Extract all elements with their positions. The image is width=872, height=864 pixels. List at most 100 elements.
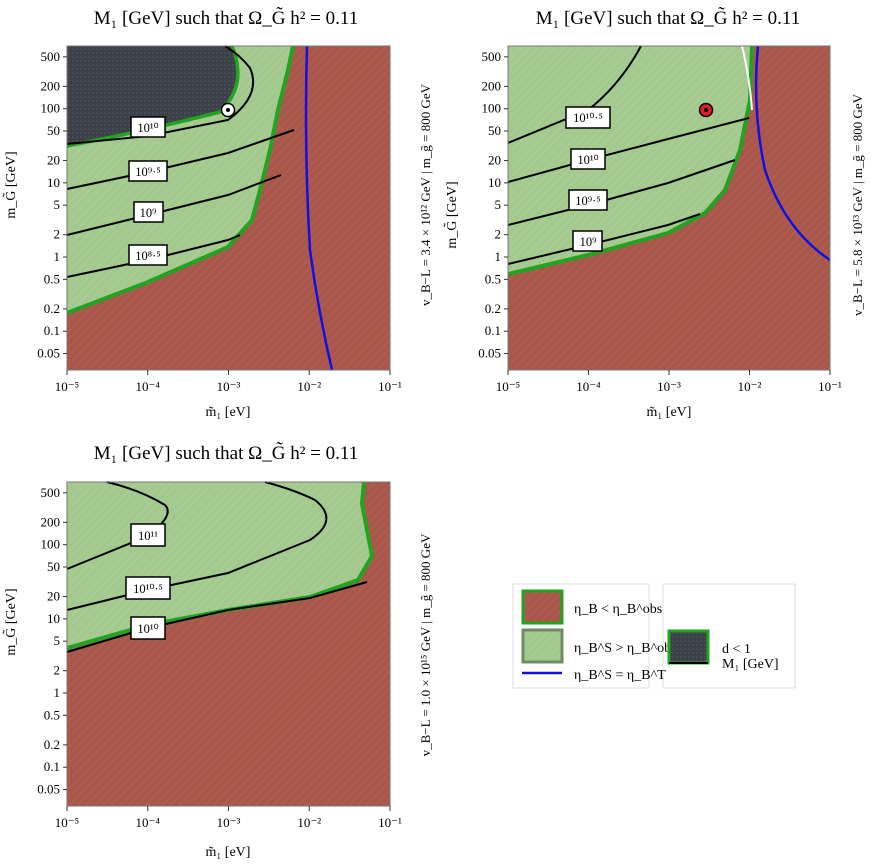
x-tick-label: 10⁻³ (217, 815, 241, 830)
legend-swatch-green (521, 628, 564, 664)
panel-1-dark-boundary (66, 45, 240, 148)
contour-label: 10¹⁰ (137, 121, 158, 135)
y-tick-label: 1 (54, 249, 61, 264)
legend-label: η_B < η_B^obs (574, 602, 662, 617)
panel-2-contour-labels: 10¹⁰·⁵ 10¹⁰ 10⁹·⁵ 10⁹ (565, 106, 611, 252)
panel-2-side-label: v_B−L = 5.8 × 10¹³ GeV | m_g̃ = 800 GeV (850, 93, 865, 316)
contour-label: 10⁹·⁵ (135, 165, 160, 179)
panel-1-green-boundary (66, 45, 295, 315)
y-tick-label: 0.5 (485, 271, 501, 286)
panel-1-x-axis: 10⁻⁵ 10⁻⁴ 10⁻³ 10⁻² 10⁻¹ (55, 370, 402, 394)
legend-label: η_B^S = η_B^T (574, 668, 666, 683)
panel-2-blue-line (754, 45, 831, 262)
panel-1-contours (66, 45, 295, 278)
y-tick-label: 200 (41, 514, 61, 529)
legend-swatch-dark (667, 629, 710, 665)
y-tick-label: 0.2 (44, 737, 60, 752)
y-tick-label: 100 (41, 101, 61, 116)
panel-2-title: M₁ [GeV] such that Ω_G̃ h² = 0.11 (536, 6, 800, 29)
panel-1-marker (220, 102, 236, 118)
x-tick-label: 10⁻² (297, 815, 321, 830)
x-tick-label: 10⁻⁵ (55, 815, 79, 830)
y-tick-label: 20 (47, 153, 60, 168)
y-tick-label: 10 (47, 175, 60, 190)
x-tick-label: 10⁻⁵ (55, 379, 79, 394)
x-tick-label: 10⁻³ (657, 379, 681, 394)
contour-label: 10¹⁰ (137, 622, 158, 636)
panel-1-side-label: v_B−L = 3.4 × 10¹² GeV | m_g̃ = 800 GeV (418, 83, 433, 306)
y-tick-label: 2 (54, 227, 61, 242)
panel-3-title: M₁ [GeV] such that Ω_G̃ h² = 0.11 (94, 441, 358, 464)
panel-3-plot: 10¹¹ 10¹⁰·⁵ 10¹⁰ (66, 481, 391, 807)
panel-2-x-label: m̃₁ [eV] (647, 405, 692, 420)
panel-1-plot: 10¹⁰ 10⁹·⁵ 10⁹ 10⁸·⁵ (66, 45, 391, 371)
panel-1: M₁ [GeV] such that Ω_G̃ h² = 0.11 10¹⁰ 1… (2, 6, 433, 420)
x-tick-label: 10⁻² (297, 379, 321, 394)
y-tick-label: 100 (41, 537, 61, 552)
x-tick-label: 10⁻⁴ (136, 379, 161, 394)
panel-3-x-axis: 10⁻⁵ 10⁻⁴ 10⁻³ 10⁻² 10⁻¹ (55, 806, 402, 830)
legend-item-red: η_B < η_B^obs (521, 589, 662, 625)
y-tick-label: 50 (47, 123, 60, 138)
y-tick-label: 5 (54, 633, 61, 648)
panel-1-blue-line (304, 45, 334, 371)
panel-3: M₁ [GeV] such that Ω_G̃ h² = 0.11 10¹¹ 1… (2, 441, 433, 860)
x-tick-label: 10⁻¹ (378, 379, 402, 394)
panel-2-contour-2 (507, 117, 750, 183)
x-tick-label: 10⁻² (738, 379, 762, 394)
y-tick-label: 500 (41, 485, 61, 500)
legend-item-blue: η_B^S = η_B^T (522, 668, 666, 683)
legend-item-black: M₁ [GeV] (669, 657, 779, 672)
contour-label: 10⁹·⁵ (575, 194, 600, 208)
y-tick-label: 50 (488, 123, 501, 138)
y-tick-label: 100 (482, 101, 502, 116)
legend-item-dark: d < 1 (667, 629, 751, 665)
y-tick-label: 5 (54, 197, 61, 212)
panel-1-contour-labels: 10¹⁰ 10⁹·⁵ 10⁹ 10⁸·⁵ (128, 116, 168, 266)
x-tick-label: 10⁻⁴ (136, 815, 161, 830)
panel-2: M₁ [GeV] such that Ω_G̃ h² = 0.11 10¹⁰·⁵… (443, 6, 865, 420)
y-tick-label: 10 (47, 611, 60, 626)
y-tick-label: 0.5 (44, 707, 60, 722)
x-tick-label: 10⁻¹ (818, 379, 842, 394)
panel-3-contour-labels: 10¹¹ 10¹⁰·⁵ 10¹⁰ (125, 523, 171, 640)
y-tick-label: 20 (47, 589, 60, 604)
contour-label: 10¹⁰ (577, 153, 598, 167)
panel-1-y-label: m_G̃ [GeV] (2, 151, 19, 218)
legend-label: M₁ [GeV] (722, 657, 779, 672)
x-tick-label: 10⁻³ (217, 379, 241, 394)
y-tick-label: 20 (488, 153, 501, 168)
legend-label: η_B^S > η_B^obs (574, 641, 677, 656)
x-tick-label: 10⁻⁵ (496, 379, 520, 394)
panel-1-title: M₁ [GeV] such that Ω_G̃ h² = 0.11 (94, 6, 358, 29)
contour-label: 10¹⁰·⁵ (133, 582, 163, 596)
y-tick-label: 1 (495, 249, 502, 264)
legend: η_B < η_B^obs η_B^S > η_B^obs η_B^S = η_… (512, 583, 796, 689)
y-tick-label: 0.2 (485, 301, 501, 316)
legend-item-green: η_B^S > η_B^obs (521, 628, 677, 664)
y-tick-label: 0.05 (478, 346, 501, 361)
panel-1-contour-2 (66, 129, 295, 190)
y-tick-label: 0.1 (485, 323, 501, 338)
y-tick-label: 0.2 (44, 301, 60, 316)
panel-2-white-edge (741, 45, 753, 111)
legend-swatch-red (521, 589, 564, 625)
contour-label: 10¹⁰·⁵ (573, 111, 603, 125)
panel-2-plot: 10¹⁰·⁵ 10¹⁰ 10⁹·⁵ 10⁹ (507, 45, 831, 371)
panel-2-contour-3 (507, 159, 736, 226)
panel-2-contours (507, 45, 750, 265)
y-tick-label: 500 (41, 49, 61, 64)
panel-1-contour-3 (66, 174, 282, 236)
y-tick-label: 50 (47, 559, 60, 574)
contour-label: 10⁸·⁵ (135, 249, 160, 263)
y-tick-label: 0.5 (44, 271, 60, 286)
y-tick-label: 0.1 (44, 759, 60, 774)
panel-2-y-label: m_G̃ [GeV] (443, 181, 460, 248)
panel-1-contour-1 (66, 45, 255, 145)
panel-1-dark-region (67, 46, 238, 146)
x-tick-label: 10⁻¹ (378, 815, 402, 830)
y-tick-label: 10 (488, 175, 501, 190)
y-tick-label: 2 (495, 227, 502, 242)
y-tick-label: 0.05 (37, 782, 60, 797)
